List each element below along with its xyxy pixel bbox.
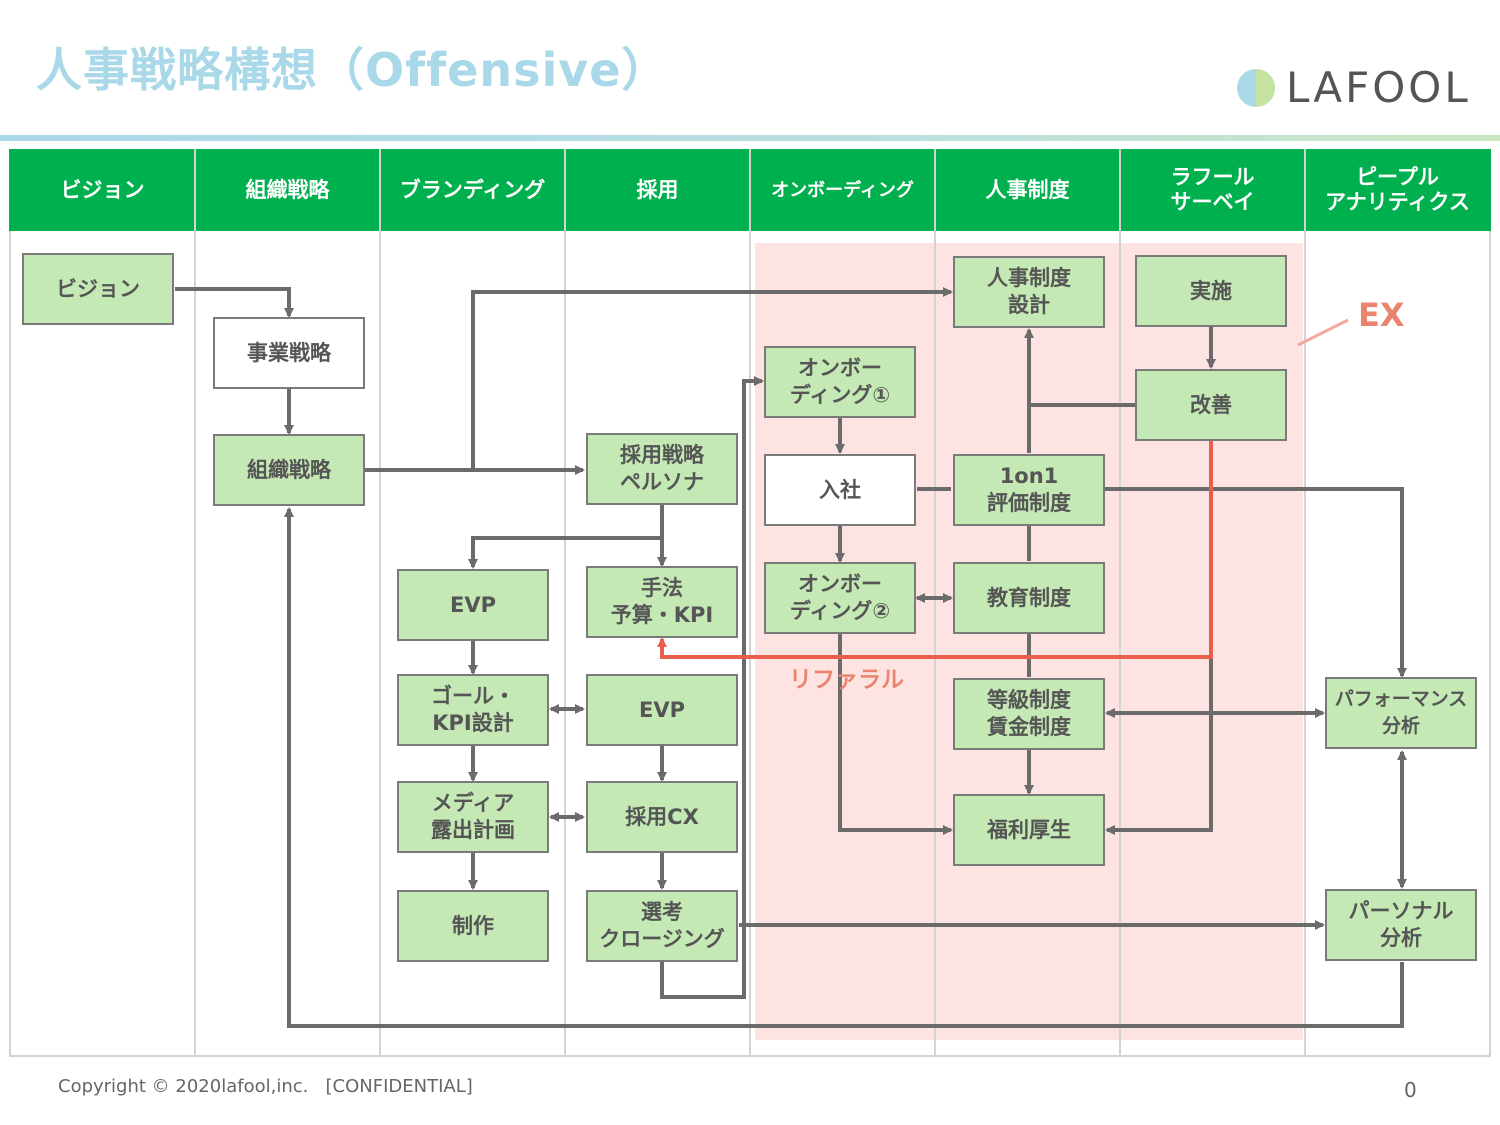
column-header-onboarding: オンボーディング xyxy=(771,179,914,201)
connector xyxy=(175,287,294,318)
node-business-strategy: 事業戦略 xyxy=(213,317,365,389)
node-evp-branding: EVP xyxy=(397,569,549,641)
logo-mark-icon xyxy=(1237,69,1275,107)
node-evp-recruiting: EVP xyxy=(586,674,738,746)
column-divider xyxy=(1119,149,1121,1057)
node-goal-kpi: ゴール・ KPI設計 xyxy=(397,674,549,746)
node-welfare: 福利厚生 xyxy=(953,794,1105,866)
referral-label: リファラル xyxy=(789,667,904,693)
company-logo: LAFOOL xyxy=(1236,66,1471,110)
node-method-budget: 手法 予算・KPI xyxy=(586,566,738,638)
node-grade-wage-system: 等級制度 賃金制度 xyxy=(953,678,1105,750)
column-divider xyxy=(934,149,936,1057)
node-vision: ビジョン xyxy=(22,253,174,325)
column-header-branding: ブランディング xyxy=(399,177,546,202)
referral-connector xyxy=(657,441,1213,659)
node-recruit-strategy: 採用戦略 ペルソナ xyxy=(586,433,738,505)
node-personal-analysis: パーソナル 分析 xyxy=(1325,889,1477,961)
node-org-strategy: 組織戦略 xyxy=(213,434,365,506)
connector xyxy=(1105,441,1213,835)
connector xyxy=(284,507,1404,1028)
node-education-system: 教育制度 xyxy=(953,562,1105,634)
column-header-people-analytics: ピープル アナリティクス xyxy=(1325,165,1470,214)
page-number: 0 xyxy=(1404,1078,1417,1102)
logo-text: LAFOOL xyxy=(1286,63,1471,112)
connector xyxy=(1105,487,1407,678)
connector xyxy=(660,376,764,999)
connector xyxy=(468,536,662,569)
node-recruit-cx: 採用CX xyxy=(586,781,738,853)
column-header-lafool-survey: ラフール サーベイ xyxy=(1170,165,1255,214)
column-header-recruiting: 採用 xyxy=(636,177,679,202)
column-header-hr-system: 人事制度 xyxy=(985,177,1070,202)
column-header-vision: ビジョン xyxy=(60,177,145,202)
column-header-org-strategy: 組織戦略 xyxy=(245,177,330,202)
ex-label: EX xyxy=(1358,296,1405,334)
column-divider xyxy=(564,149,566,1057)
node-selection-closing: 選考 クロージング xyxy=(586,890,738,962)
column-divider xyxy=(1304,149,1306,1057)
ex-pointer-line xyxy=(1297,318,1349,347)
column-divider xyxy=(379,149,381,1057)
column-divider xyxy=(749,149,751,1057)
connector xyxy=(471,287,953,470)
node-production: 制作 xyxy=(397,890,549,962)
node-1on1-evaluation: 1on1 評価制度 xyxy=(953,454,1105,526)
node-improvement: 改善 xyxy=(1135,369,1287,441)
node-joining: 入社 xyxy=(764,454,916,526)
node-hr-system-design: 人事制度 設計 xyxy=(953,256,1105,328)
node-media-plan: メディア 露出計画 xyxy=(397,781,549,853)
copyright-footer: Copyright © 2020lafool,inc. [CONFIDENTIA… xyxy=(58,1076,473,1097)
connector xyxy=(838,634,953,835)
page-title: 人事戦略構想（Offensive） xyxy=(36,43,669,97)
node-onboarding-1: オンボー ディング① xyxy=(764,346,916,418)
node-performance-analysis: パフォーマンス 分析 xyxy=(1325,677,1477,749)
column-divider xyxy=(194,149,196,1057)
node-implementation: 実施 xyxy=(1135,255,1287,327)
title-divider xyxy=(0,135,1500,141)
node-onboarding-2: オンボー ディング② xyxy=(764,562,916,634)
